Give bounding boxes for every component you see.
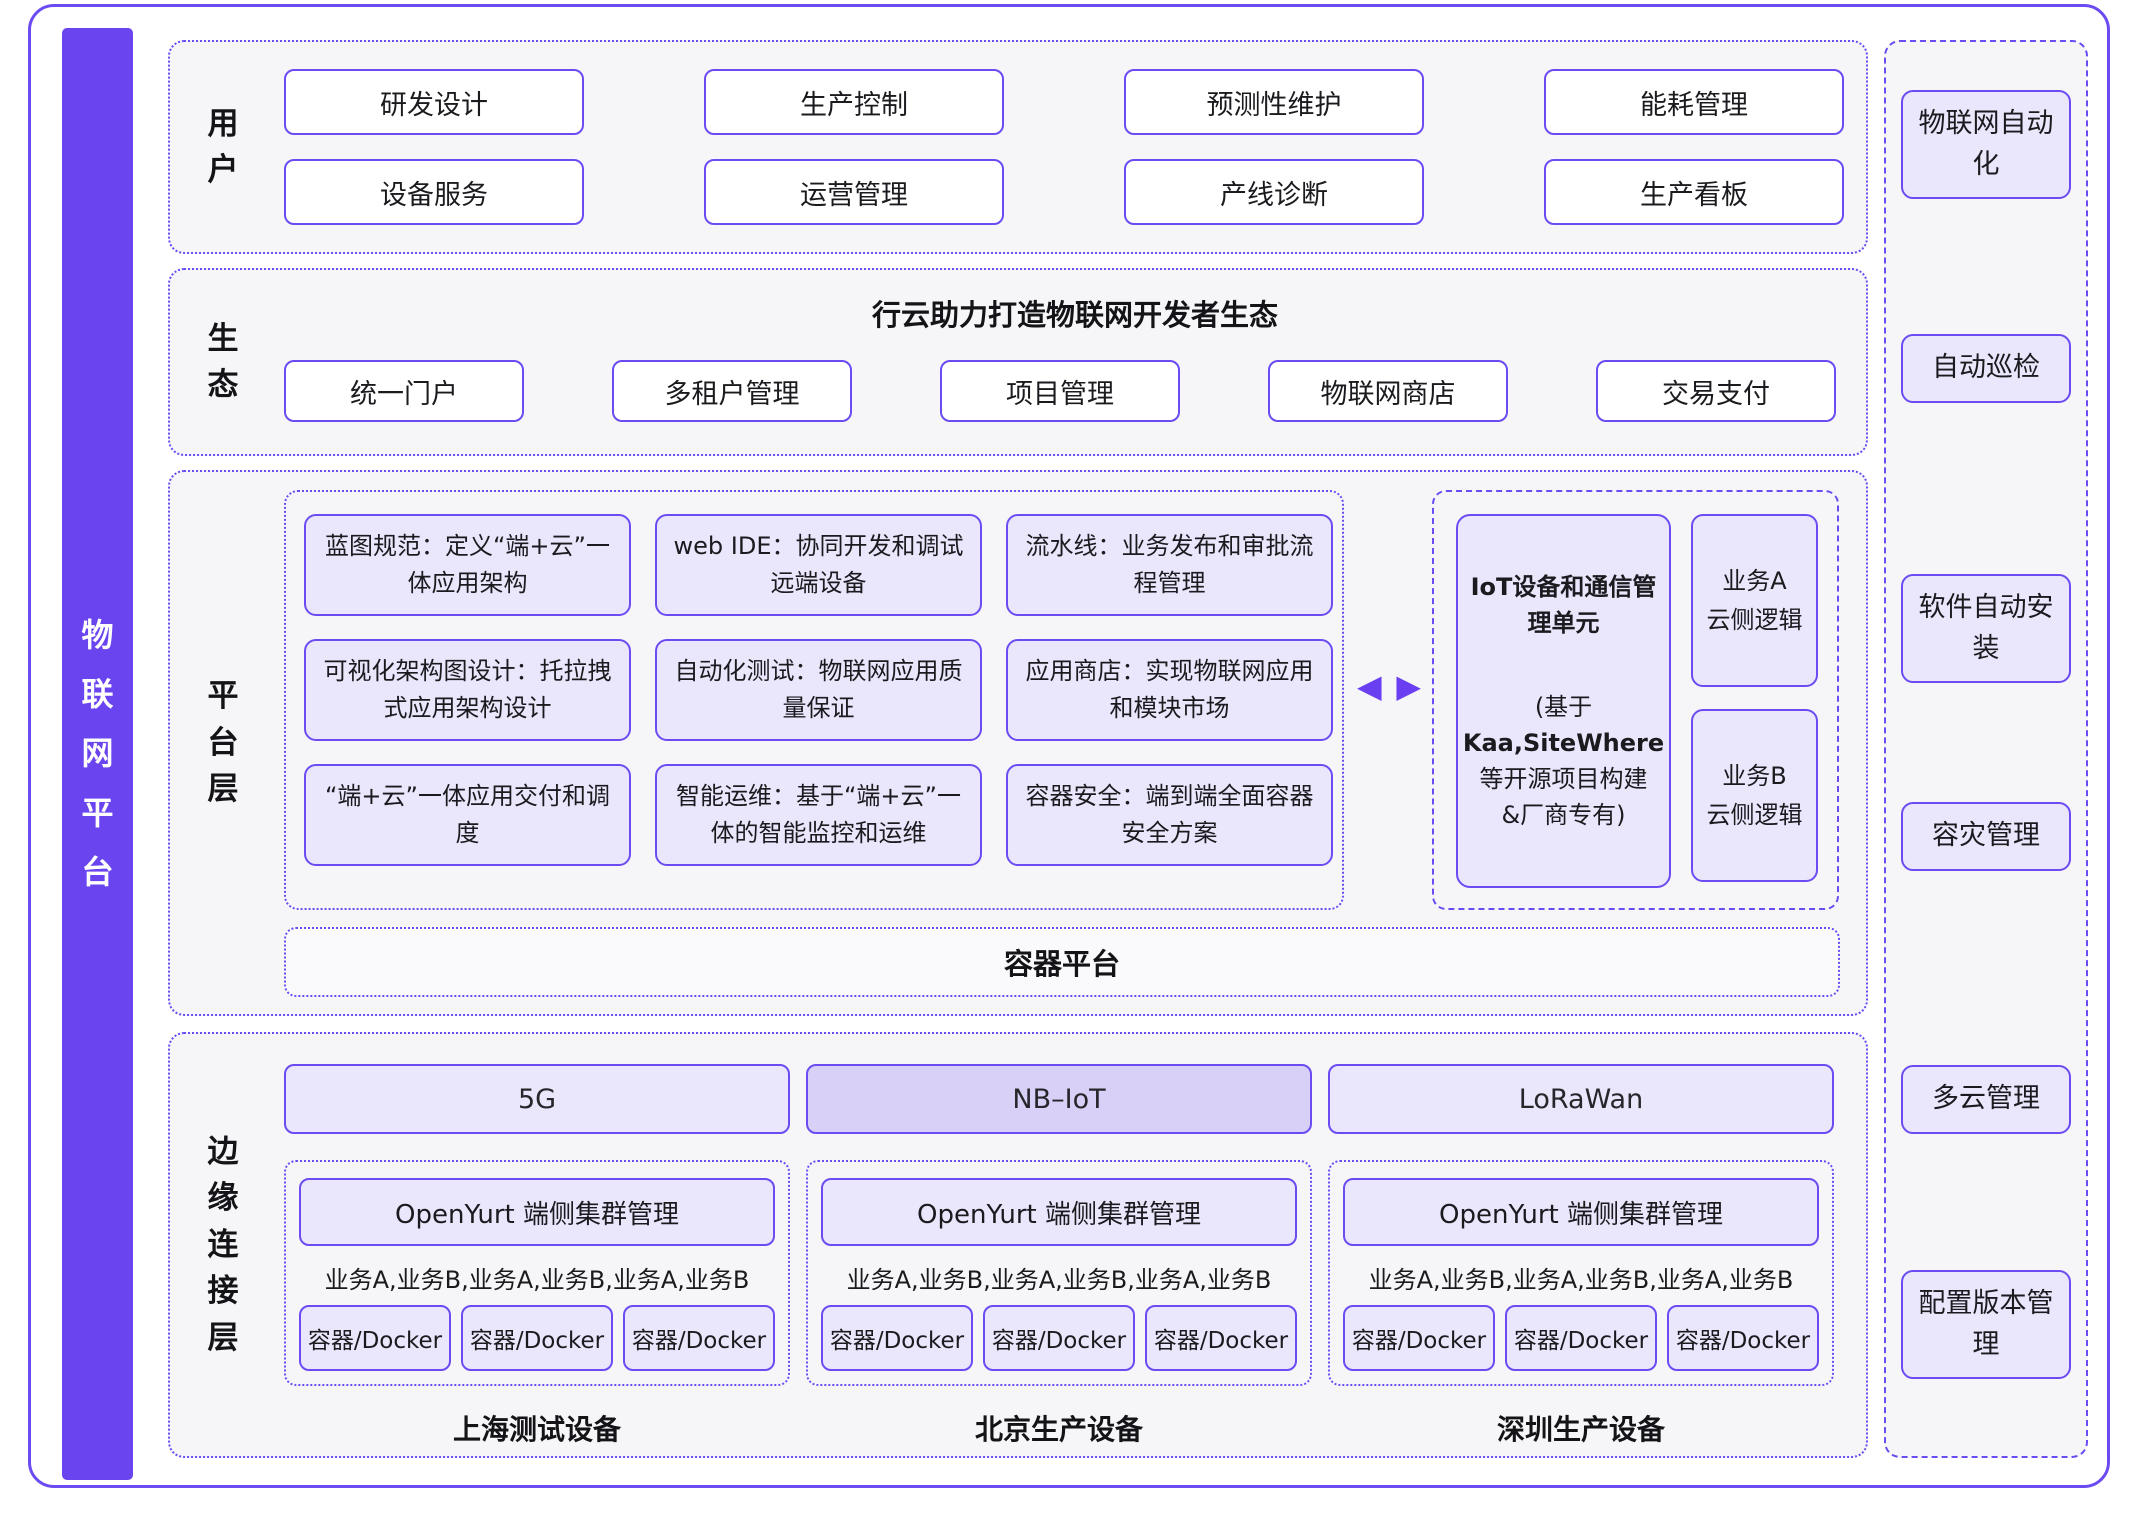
ecosystem-section-label-wrap: 生态 [206,270,284,454]
docker-row-5g: 容器/Docker 容器/Docker 容器/Docker [299,1305,775,1371]
container-platform-bar: 容器平台 [284,927,1840,997]
arrow-right-icon: ▶ [1396,667,1421,705]
user-box-operation-management: 运营管理 [704,159,1004,225]
device-label-beijing: 北京生产设备 [974,1413,1143,1446]
services-list-nbiot: 业务A,业务B,业务A,业务B,业务A,业务B [846,1266,1272,1294]
network-bar-5g: 5G [284,1064,790,1134]
rp-box-iot-automation: 物联网自动化 [1901,90,2071,199]
docker-box: 容器/Docker [461,1305,613,1371]
user-box-line-diagnosis: 产线诊断 [1124,159,1424,225]
diagram-outer-border [28,4,2110,1488]
edge-column-lorawan: LoRaWan OpenYurt 端侧集群管理 业务A,业务B,业务A,业务B,… [1328,1034,1834,1456]
ecosystem-section-label: 生态 [207,320,239,404]
eco-box-multi-tenant: 多租户管理 [612,360,852,422]
edge-cluster-box-5g: OpenYurt 端侧集群管理 业务A,业务B,业务A,业务B,业务A,业务B … [284,1160,790,1386]
docker-box: 容器/Docker [623,1305,775,1371]
iot-unit-box: IoT设备和通信管理单元 (基于 Kaa,SiteWhere 等开源项目构建 &… [1456,514,1671,888]
user-box-device-service: 设备服务 [284,159,584,225]
edge-cluster-box-nbiot: OpenYurt 端侧集群管理 业务A,业务B,业务A,业务B,业务A,业务B … [806,1160,1312,1386]
plat-box-blueprint: 蓝图规范：定义“端+云”一体应用架构 [304,514,631,616]
plat-box-app-store: 应用商店：实现物联网应用和模块市场 [1006,639,1333,741]
iot-unit-line3: 等开源项目构建 [1479,765,1648,793]
network-bar-nbiot: NB–IoT [806,1064,1312,1134]
openyurt-cluster-nbiot: OpenYurt 端侧集群管理 [821,1178,1297,1246]
bidirectional-arrows: ◀ ▶ [1357,670,1421,702]
edge-columns: 5G OpenYurt 端侧集群管理 业务A,业务B,业务A,业务B,业务A,业… [284,1034,1866,1456]
edge-column-5g: 5G OpenYurt 端侧集群管理 业务A,业务B,业务A,业务B,业务A,业… [284,1034,790,1456]
docker-box: 容器/Docker [299,1305,451,1371]
arrow-left-icon: ◀ [1357,667,1382,705]
docker-box: 容器/Docker [1667,1305,1819,1371]
platform-section-label-wrap: 平台层 [206,472,284,1014]
plat-box-auto-test: 自动化测试：物联网应用质量保证 [655,639,982,741]
docker-box: 容器/Docker [821,1305,973,1371]
business-a-cloud-logic: 业务A 云侧逻辑 [1691,514,1818,687]
eco-box-iot-store: 物联网商店 [1268,360,1508,422]
rp-box-multi-cloud: 多云管理 [1901,1065,2071,1134]
platform-capabilities-group: 蓝图规范：定义“端+云”一体应用架构 web IDE：协同开发和调试远端设备 流… [284,490,1344,910]
plat-box-container-security: 容器安全：端到端全面容器安全方案 [1006,764,1333,866]
ecosystem-content: 行云助力打造物联网开发者生态 统一门户 多租户管理 项目管理 物联网商店 交易支… [284,270,1866,454]
rp-box-auto-inspection: 自动巡检 [1901,334,2071,403]
openyurt-cluster-lorawan: OpenYurt 端侧集群管理 [1343,1178,1819,1246]
docker-box: 容器/Docker [1145,1305,1297,1371]
eco-box-payment: 交易支付 [1596,360,1836,422]
docker-box: 容器/Docker [1505,1305,1657,1371]
services-list-lorawan: 业务A,业务B,业务A,业务B,业务A,业务B [1368,1266,1794,1294]
iot-unit-title: IoT设备和通信管理单元 [1470,573,1657,637]
iot-platform-sidebar: 物联网平台 [62,28,133,1480]
user-buttons-grid: 研发设计 生产控制 预测性维护 能耗管理 设备服务 运营管理 产线诊断 生产看板 [284,42,1844,252]
user-box-production-control: 生产控制 [704,69,1004,135]
device-label-shanghai: 上海测试设备 [452,1413,621,1446]
user-box-energy-management: 能耗管理 [1544,69,1844,135]
cloud-logic-column: 业务A 云侧逻辑 业务B 云侧逻辑 [1691,514,1818,886]
services-list-5g: 业务A,业务B,业务A,业务B,业务A,业务B [324,1266,750,1294]
ecosystem-buttons-row: 统一门户 多租户管理 项目管理 物联网商店 交易支付 [284,360,1866,422]
edge-cluster-box-lorawan: OpenYurt 端侧集群管理 业务A,业务B,业务A,业务B,业务A,业务B … [1328,1160,1834,1386]
plat-box-intelligent-ops: 智能运维：基于“端+云”一体的智能监控和运维 [655,764,982,866]
user-box-production-dashboard: 生产看板 [1544,159,1844,225]
rp-box-config-version: 配置版本管理 [1901,1270,2071,1379]
plat-box-web-ide: web IDE：协同开发和调试远端设备 [655,514,982,616]
user-section-label-wrap: 用户 [206,42,284,252]
platform-content: 蓝图规范：定义“端+云”一体应用架构 web IDE：协同开发和调试远端设备 流… [284,472,1866,1014]
right-capabilities-panel: 物联网自动化 自动巡检 软件自动安装 容灾管理 多云管理 配置版本管理 [1884,40,2088,1458]
docker-box: 容器/Docker [1343,1305,1495,1371]
iot-unit-line2: Kaa,SiteWhere [1462,729,1665,757]
iot-unit-line1: (基于 [1534,693,1593,721]
user-section-label: 用户 [207,105,239,189]
edge-section-label-wrap: 边缘连接层 [206,1034,284,1456]
ecosystem-title: 行云助力打造物联网开发者生态 [871,298,1278,332]
user-box-rd-design: 研发设计 [284,69,584,135]
docker-row-nbiot: 容器/Docker 容器/Docker 容器/Docker [821,1305,1297,1371]
iot-unit-line4: &厂商专有) [1501,801,1626,829]
eco-box-project-management: 项目管理 [940,360,1180,422]
iot-management-group: IoT设备和通信管理单元 (基于 Kaa,SiteWhere 等开源项目构建 &… [1432,490,1839,910]
edge-column-nbiot: NB–IoT OpenYurt 端侧集群管理 业务A,业务B,业务A,业务B,业… [806,1034,1312,1456]
edge-section: 边缘连接层 5G OpenYurt 端侧集群管理 业务A,业务B,业务A,业务B… [168,1032,1868,1458]
user-box-predictive-maintenance: 预测性维护 [1124,69,1424,135]
docker-row-lorawan: 容器/Docker 容器/Docker 容器/Docker [1343,1305,1819,1371]
plat-box-visual-architecture: 可视化架构图设计：托拉拽式应用架构设计 [304,639,631,741]
network-bar-lorawan: LoRaWan [1328,1064,1834,1134]
docker-box: 容器/Docker [983,1305,1135,1371]
user-section: 用户 研发设计 生产控制 预测性维护 能耗管理 设备服务 运营管理 产线诊断 生… [168,40,1868,254]
iot-platform-title: 物联网平台 [81,616,114,891]
eco-box-unified-portal: 统一门户 [284,360,524,422]
platform-capabilities-grid: 蓝图规范：定义“端+云”一体应用架构 web IDE：协同开发和调试远端设备 流… [304,514,1333,866]
device-label-shenzhen: 深圳生产设备 [1496,1413,1665,1446]
edge-section-label: 边缘连接层 [207,1133,239,1356]
rp-box-disaster-recovery: 容灾管理 [1901,802,2071,871]
openyurt-cluster-5g: OpenYurt 端侧集群管理 [299,1178,775,1246]
ecosystem-section: 生态 行云助力打造物联网开发者生态 统一门户 多租户管理 项目管理 物联网商店 … [168,268,1868,456]
platform-section-label: 平台层 [207,678,239,808]
rp-box-auto-software-install: 软件自动安装 [1901,574,2071,683]
plat-box-delivery-scheduling: “端+云”一体应用交付和调度 [304,764,631,866]
business-b-cloud-logic: 业务B 云侧逻辑 [1691,709,1818,882]
plat-box-pipeline: 流水线：业务发布和审批流程管理 [1006,514,1333,616]
platform-section: 平台层 蓝图规范：定义“端+云”一体应用架构 web IDE：协同开发和调试远端… [168,470,1868,1016]
